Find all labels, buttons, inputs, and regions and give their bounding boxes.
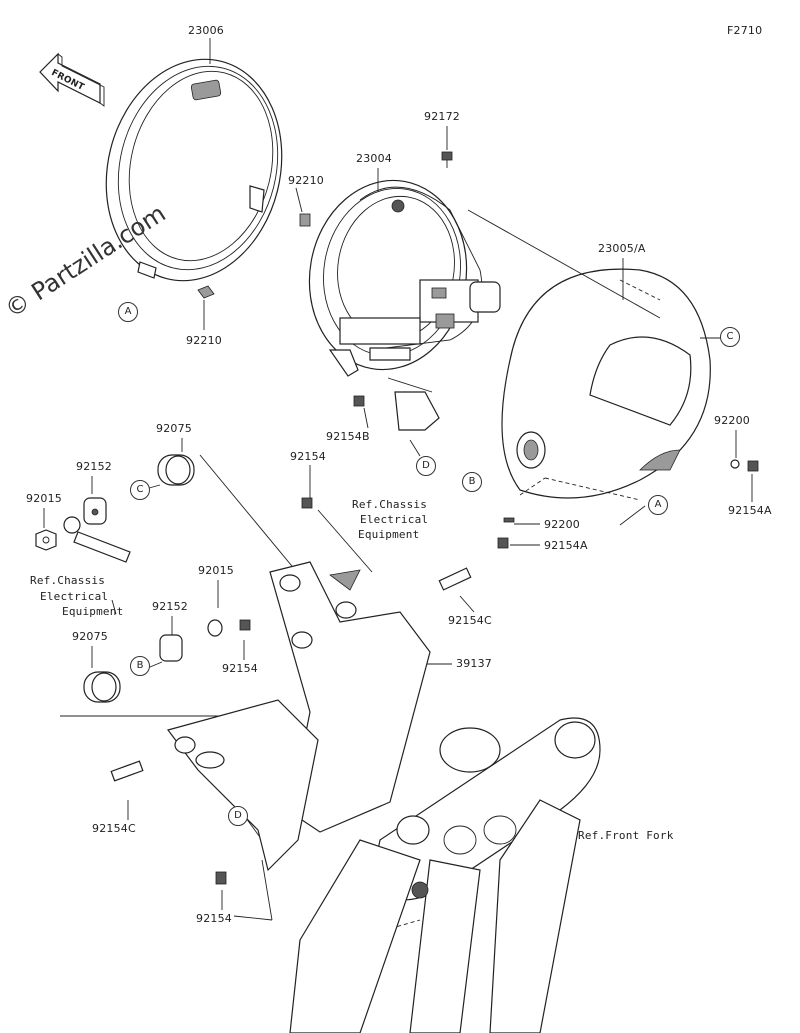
part-label-92210-top[interactable]: 92210 xyxy=(288,174,324,187)
ground-strap xyxy=(63,516,131,563)
ref-chassis-right-line2: Electrical xyxy=(360,513,429,526)
headlight-stay xyxy=(166,561,431,872)
ref-chassis-right-line3: Equipment xyxy=(358,528,420,541)
callout-b-housing: B xyxy=(462,472,482,492)
part-label-92152-top[interactable]: 92152 xyxy=(76,460,112,473)
bolt-92154-mid-icon xyxy=(239,619,251,631)
part-label-92015-left[interactable]: 92015 xyxy=(26,492,62,505)
callout-a-housing: A xyxy=(648,495,668,515)
washer-mid-icon xyxy=(207,619,223,637)
bolt-92154-bottom-icon xyxy=(215,871,227,885)
part-label-92154b[interactable]: 92154B xyxy=(326,430,370,443)
headlight-housing xyxy=(501,268,711,499)
part-label-92154c-right[interactable]: 92154C xyxy=(448,614,492,627)
part-label-23005a[interactable]: 23005/A xyxy=(598,242,646,255)
part-label-92075-lower[interactable]: 92075 xyxy=(72,630,108,643)
ref-chassis-left-line3: Equipment xyxy=(62,605,124,618)
part-label-92154a-lower[interactable]: 92154A xyxy=(544,539,588,552)
part-label-92200-right[interactable]: 92200 xyxy=(714,414,750,427)
part-label-92154a-right[interactable]: 92154A xyxy=(728,504,772,517)
clip-top-icon xyxy=(299,213,311,227)
callout-c-grommet: C xyxy=(130,480,150,500)
clip-bottom-icon xyxy=(197,285,215,299)
washer-92200-right-icon xyxy=(730,459,740,469)
headlight-unit xyxy=(308,179,501,377)
front-fork xyxy=(289,717,601,1033)
collar-upper xyxy=(83,497,107,525)
collar-lower xyxy=(159,634,183,662)
callout-d-bracket: D xyxy=(416,456,436,476)
figure-code: F2710 xyxy=(727,24,763,37)
ref-chassis-left-line2: Electrical xyxy=(40,590,109,603)
grommet-upper xyxy=(157,454,195,486)
part-label-92152-mid[interactable]: 92152 xyxy=(152,600,188,613)
part-label-92075-top[interactable]: 92075 xyxy=(156,422,192,435)
part-label-92015-mid[interactable]: 92015 xyxy=(198,564,234,577)
part-label-92154-bottom[interactable]: 92154 xyxy=(196,912,232,925)
part-label-92172[interactable]: 92172 xyxy=(424,110,460,123)
part-label-23006[interactable]: 23006 xyxy=(188,24,224,37)
screw-92172-icon xyxy=(441,151,453,168)
part-label-23004[interactable]: 23004 xyxy=(356,152,392,165)
callout-b-grommet: B xyxy=(130,656,150,676)
part-label-92210-bottom[interactable]: 92210 xyxy=(186,334,222,347)
bolt-92154a-right-icon xyxy=(747,460,759,472)
bolt-92154b-icon xyxy=(353,395,365,407)
part-label-39137[interactable]: 39137 xyxy=(456,657,492,670)
ref-chassis-right-line1: Ref.Chassis xyxy=(352,498,428,511)
part-label-92154-mid[interactable]: 92154 xyxy=(290,450,326,463)
grommet-lower xyxy=(83,671,121,703)
callout-a-rim: A xyxy=(118,302,138,322)
bolt-92154c-right-icon xyxy=(438,567,472,591)
bolt-92154a-lower-icon xyxy=(497,537,509,549)
part-label-92200-lower[interactable]: 92200 xyxy=(544,518,580,531)
headlight-bracket xyxy=(394,391,440,431)
front-arrow-icon xyxy=(39,52,105,107)
part-label-92154-lower[interactable]: 92154 xyxy=(222,662,258,675)
ref-front-fork: Ref.Front Fork xyxy=(578,829,674,842)
ref-chassis-left-line1: Ref.Chassis xyxy=(30,574,106,587)
bolt-92154c-left-icon xyxy=(110,760,144,782)
bolt-92154-upper-icon xyxy=(301,497,313,509)
headlight-rim xyxy=(105,58,283,282)
washer-92200-lower-icon xyxy=(503,517,515,523)
callout-c-housing: C xyxy=(720,327,740,347)
nut-left-icon xyxy=(35,529,57,551)
part-label-92154c-left[interactable]: 92154C xyxy=(92,822,136,835)
callout-d-stay: D xyxy=(228,806,248,826)
